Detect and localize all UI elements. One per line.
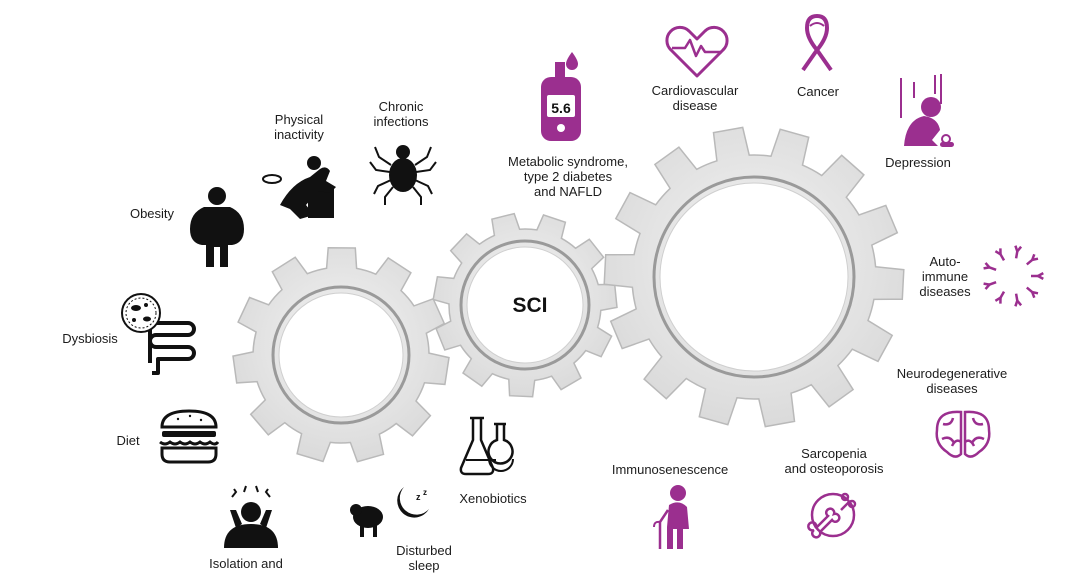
sheep-moon-icon: z z bbox=[350, 487, 429, 537]
left-gear bbox=[233, 248, 449, 462]
cardiovascular-disease-label: Cardiovascular disease bbox=[644, 83, 746, 113]
sci-center-label: SCI bbox=[505, 294, 555, 318]
glucometer-icon: 5.6 bbox=[541, 52, 581, 141]
svg-text:z: z bbox=[423, 488, 427, 497]
awareness-ribbon-icon bbox=[803, 16, 831, 70]
cancer-label: Cancer bbox=[792, 84, 844, 99]
diet-label: Diet bbox=[112, 433, 144, 448]
lab-flasks-icon bbox=[461, 418, 513, 474]
glucometer-reading: 5.6 bbox=[551, 100, 571, 116]
elderly-person-icon bbox=[654, 485, 689, 549]
stressed-person-icon bbox=[224, 486, 278, 548]
neurodegenerative-diseases-label: Neurodegenerative diseases bbox=[888, 366, 1016, 396]
isolation-label: Isolation and bbox=[202, 556, 290, 571]
antibody-arm bbox=[1015, 301, 1017, 307]
antibody-arm bbox=[1017, 247, 1021, 252]
autoimmune-diseases-label: Auto- immune diseases bbox=[912, 254, 978, 299]
antibody-arm bbox=[1032, 259, 1038, 260]
svg-text:z: z bbox=[416, 492, 421, 502]
right-gear bbox=[604, 127, 904, 426]
antibody-stem bbox=[990, 282, 997, 284]
tick-bug-icon bbox=[370, 145, 436, 205]
antibody-stem bbox=[1027, 288, 1032, 293]
antibody-arm bbox=[984, 284, 990, 285]
antibody-stem bbox=[1001, 292, 1005, 298]
antibody-arm bbox=[1038, 276, 1043, 279]
antibody-stem bbox=[990, 267, 997, 269]
antibody-stem bbox=[1001, 254, 1005, 260]
antibody-stem bbox=[1016, 251, 1017, 258]
gear-hole bbox=[279, 293, 403, 417]
heart-pulse-icon bbox=[667, 27, 727, 76]
brain-icon bbox=[937, 412, 990, 457]
antibody-stem bbox=[1016, 294, 1017, 301]
burger-icon bbox=[160, 411, 218, 462]
gear-hole bbox=[660, 183, 848, 371]
antibody-stem bbox=[1027, 260, 1032, 265]
obese-person-icon bbox=[190, 187, 244, 267]
physical-inactivity-label: Physical inactivity bbox=[268, 112, 330, 142]
bone-joint-icon bbox=[808, 494, 855, 537]
chronic-infections-label: Chronic infections bbox=[368, 99, 434, 129]
obesity-label: Obesity bbox=[125, 206, 179, 221]
dysbiosis-label: Dysbiosis bbox=[58, 331, 122, 346]
antibody-ring-icon bbox=[984, 246, 1044, 307]
metabolic-syndrome-label: Metabolic syndrome, type 2 diabetes and … bbox=[498, 154, 638, 199]
depressed-person-icon bbox=[901, 74, 954, 147]
sarcopenia-osteoporosis-label: Sarcopenia and osteoporosis bbox=[776, 446, 892, 476]
immunosenescence-label: Immunosenescence bbox=[605, 462, 735, 477]
xenobiotics-label: Xenobiotics bbox=[453, 491, 533, 506]
depression-label: Depression bbox=[879, 155, 957, 170]
disturbed-sleep-label: Disturbed sleep bbox=[388, 543, 460, 573]
person-on-couch-icon bbox=[263, 156, 336, 219]
gut-bacteria-icon bbox=[122, 294, 194, 373]
